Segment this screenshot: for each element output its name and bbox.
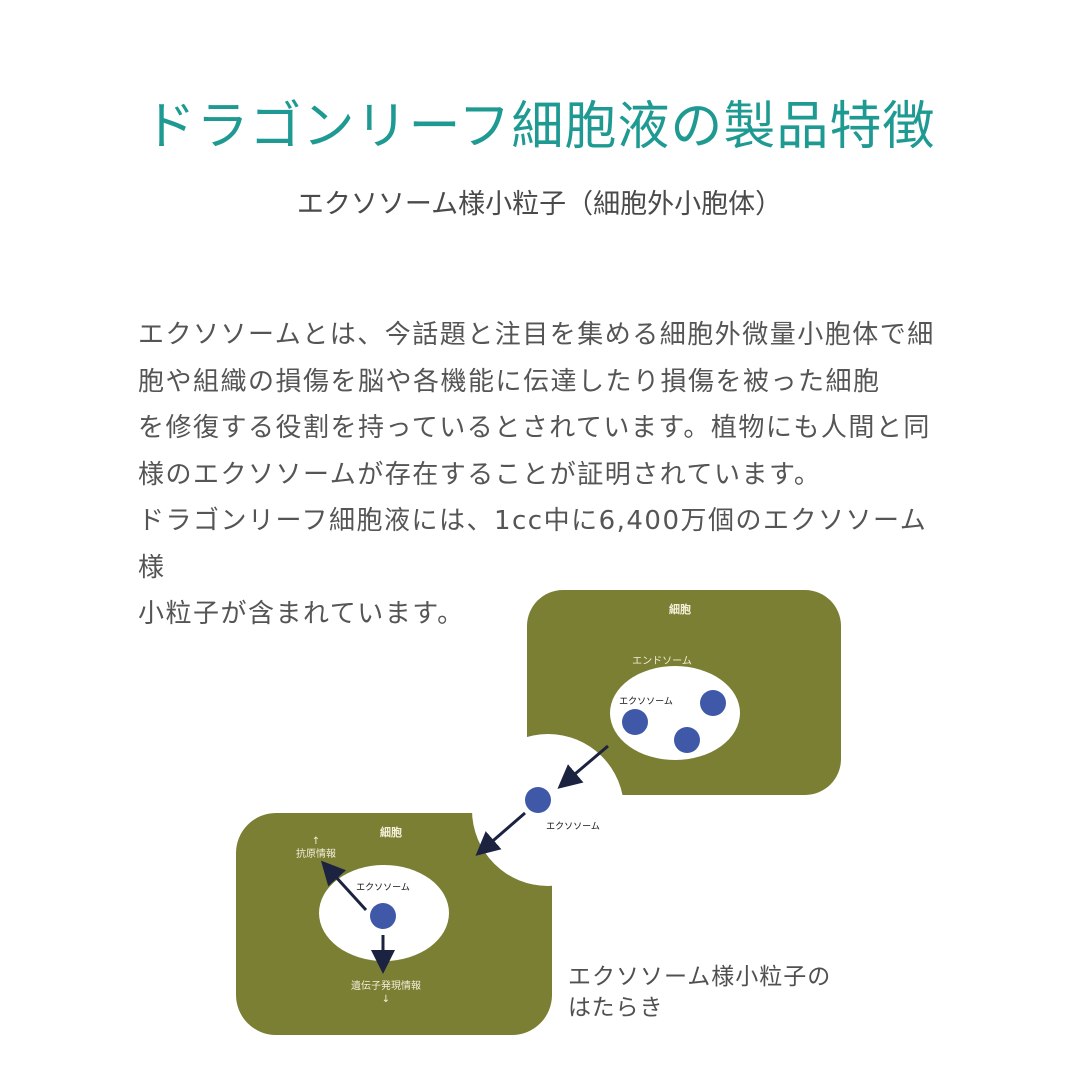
endosome — [610, 666, 740, 760]
exosome-dot-target — [370, 903, 396, 929]
caption-line: はたらき — [568, 995, 664, 1021]
transit-space — [472, 734, 624, 886]
caption-line: エクソソーム様小粒子の — [568, 964, 832, 990]
target-exosome-label: エクソソーム — [356, 882, 410, 893]
description-line: 胞や組織の損傷を脳や各機能に伝達したり損傷を被った細胞 — [138, 366, 881, 397]
description-line: ドラゴンリーフ細胞液には、1cc中に6,400万個のエクソソーム様 — [138, 506, 928, 583]
antigen-arrow — [320, 860, 368, 912]
gene-down-arrow: ↓ — [382, 994, 390, 1005]
description-line: 様のエクソソームが存在することが証明されています。 — [138, 459, 822, 490]
source-cell-label: 細胞 — [669, 602, 691, 616]
exosome-dot — [622, 709, 648, 735]
antigen-up-arrow: ↑ — [312, 836, 320, 847]
page-title: ドラゴンリーフ細胞液の製品特徴 — [143, 97, 936, 157]
description-line: を修復する役割を持っているとされています。植物にも人間と同 — [138, 413, 931, 443]
target-cell-label: 細胞 — [380, 825, 402, 839]
gene-label: 遺伝子発現情報 — [351, 979, 421, 992]
exosome-dot — [700, 690, 726, 716]
antigen-label: 抗原情報 — [296, 847, 336, 860]
exosome-dot-transit — [525, 787, 551, 813]
description-line: 小粒子が含まれています。 — [138, 599, 465, 629]
transit-exosome-label: エクソソーム — [546, 821, 600, 832]
diagram-caption: エクソソーム様小粒子の はたらき — [568, 962, 831, 1024]
description-line: エクソソームとは、今話題と注目を集める細胞外微量小胞体で細 — [138, 320, 935, 350]
source-exosome-label: エクソソーム — [619, 696, 673, 707]
exosome-dot — [674, 727, 700, 753]
page-subtitle: エクソソーム様小粒子（細胞外小胞体） — [296, 189, 783, 220]
release-arrow — [557, 744, 609, 789]
endosome-label: エンドソーム — [632, 655, 692, 667]
uptake-arrow — [475, 811, 526, 856]
description-text: エクソソームとは、今話題と注目を集める細胞外微量小胞体で細 胞や組織の損傷を脳や… — [138, 312, 948, 638]
